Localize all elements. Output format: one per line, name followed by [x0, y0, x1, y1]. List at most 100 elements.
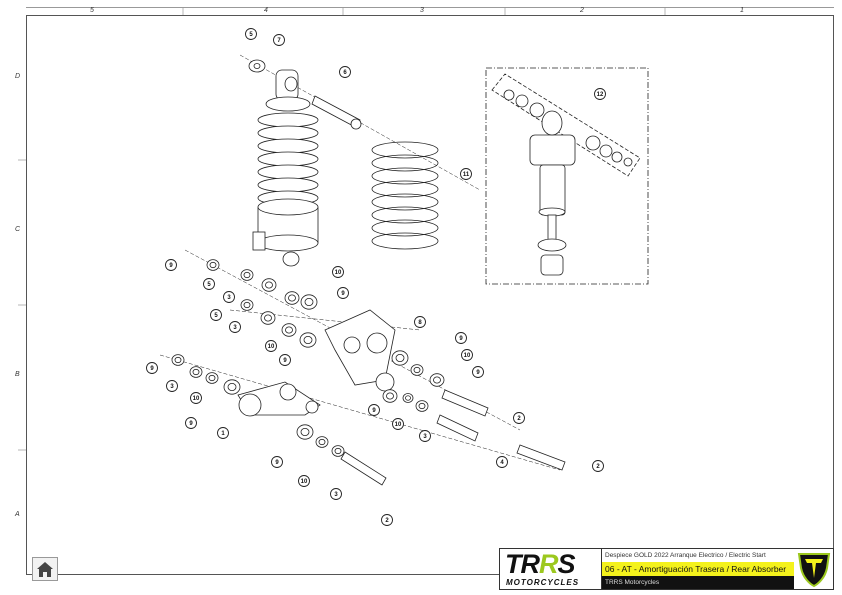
part-callout-7: 7: [273, 34, 285, 46]
part-callout-5: 5: [210, 309, 222, 321]
logo-text: R: [539, 549, 558, 579]
callout-bubble: [368, 404, 380, 416]
part-callout-2: 2: [381, 514, 393, 526]
shock-coil: [257, 125, 319, 141]
home-icon: [37, 562, 53, 577]
drawing-title: 06 - AT - Amortiguación Trasera / Rear A…: [602, 562, 794, 576]
callout-bubble: [146, 362, 158, 374]
column-label: 2: [580, 7, 584, 14]
part-callout-2: 2: [592, 460, 604, 472]
spring-coil: [371, 167, 439, 185]
spring-coil: [371, 232, 439, 250]
part-callout-3: 3: [223, 291, 235, 303]
callout-bubble: [271, 456, 283, 468]
callout-number: 6: [343, 70, 347, 76]
callout-bubble: [419, 430, 431, 442]
part-callout-4: 4: [496, 456, 508, 468]
callout-bubble: [392, 418, 404, 430]
shock-coil: [257, 177, 319, 193]
bushing-bore: [243, 271, 251, 279]
shock-coil: [257, 164, 319, 180]
bushing-bore: [227, 382, 237, 391]
part-callout-9: 9: [368, 404, 380, 416]
callout-number: 5: [214, 313, 218, 319]
column-label: 4: [264, 7, 268, 14]
trrs-logo: TRRS MOTORCYCLES: [500, 549, 602, 589]
callout-number: 5: [207, 282, 211, 288]
spring-coil: [371, 206, 439, 224]
shock-coil: [257, 151, 319, 167]
row-label: C: [15, 226, 21, 233]
spring-coil: [371, 141, 439, 159]
callout-number: 3: [170, 384, 174, 390]
callout-bubble: [455, 332, 467, 344]
part-callout-9: 9: [337, 287, 349, 299]
logo-text: TR: [505, 549, 540, 579]
callout-bubble: [337, 287, 349, 299]
callout-number: 7: [277, 38, 281, 44]
bushing-bore: [386, 392, 394, 400]
callout-number: 9: [341, 291, 345, 297]
part-callout-10: 10: [265, 340, 277, 352]
callout-bubble: [265, 340, 277, 352]
spring-coil: [371, 193, 439, 211]
callout-number: 3: [233, 325, 237, 331]
callout-number: 2: [517, 416, 521, 422]
callout-number: 2: [385, 518, 389, 524]
shock-coil: [257, 138, 319, 154]
row-label: A: [15, 511, 20, 518]
linkage-parts: [159, 249, 566, 486]
bushing-bore: [304, 297, 314, 306]
logo-text: S: [557, 549, 576, 579]
part-callout-9: 9: [279, 354, 291, 366]
callout-bubble: [330, 488, 342, 500]
callout-bubble: [166, 380, 178, 392]
callout-number: 12: [597, 92, 604, 98]
part-callout-9: 9: [165, 259, 177, 271]
part-callout-8: 8: [414, 316, 426, 328]
part-callout-10: 10: [392, 418, 404, 430]
callout-bubble: [165, 259, 177, 271]
callout-bubble: [414, 316, 426, 328]
part-callout-10: 10: [332, 266, 344, 278]
company-name: TRRS Motorcycles: [602, 576, 794, 589]
callout-number: 9: [476, 370, 480, 376]
bushing-bore: [334, 447, 342, 455]
callout-number: 10: [268, 344, 275, 350]
callout-number: 3: [423, 434, 427, 440]
title-block: TRRS MOTORCYCLES Despiece GOLD 2022 Arra…: [499, 548, 834, 590]
callout-bubble: [298, 475, 310, 487]
bushing-bore: [318, 438, 326, 446]
part-callout-9: 9: [185, 417, 197, 429]
callout-number: 9: [275, 460, 279, 466]
callout-number: 2: [596, 464, 600, 470]
callout-number: 9: [283, 358, 287, 364]
bushing-bore: [300, 427, 310, 436]
rear-shock-absorber: [239, 54, 481, 267]
bushing-bore: [243, 301, 251, 309]
callout-bubble: [513, 412, 525, 424]
callout-number: 9: [459, 336, 463, 342]
callout-number: 10: [395, 422, 402, 428]
column-label: 1: [740, 7, 744, 14]
callout-number: 3: [334, 492, 338, 498]
shock-coil: [257, 112, 319, 128]
bushing-bore: [208, 374, 216, 382]
callout-number: 10: [335, 270, 342, 276]
column-label: 3: [420, 7, 424, 14]
home-button[interactable]: [32, 557, 58, 581]
spring-coil: [371, 219, 439, 237]
bushing-bore: [303, 335, 313, 344]
callout-bubble: [185, 417, 197, 429]
callout-bubble: [229, 321, 241, 333]
callout-number: 4: [500, 460, 504, 466]
top-ruler: [26, 7, 834, 16]
callout-bubble: [460, 168, 472, 180]
drawing-description: Despiece GOLD 2022 Arranque Electrico / …: [605, 552, 766, 559]
callout-bubble: [472, 366, 484, 378]
callout-number: 9: [372, 408, 376, 414]
spring-coil: [371, 180, 439, 198]
part-callout-10: 10: [461, 349, 473, 361]
part-callout-9: 9: [472, 366, 484, 378]
